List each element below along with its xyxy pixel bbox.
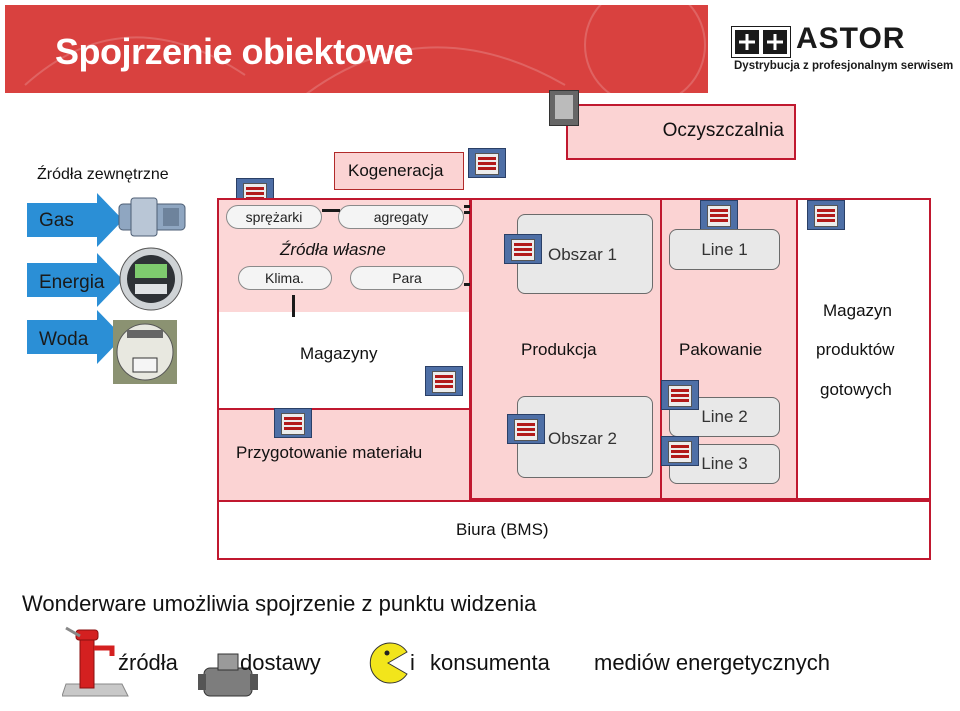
header: Spojrzenie obiektowe ASTOR Dystrybucja z… xyxy=(0,0,960,96)
area-pakowanie-label: Pakowanie xyxy=(679,340,762,360)
header-banner: Spojrzenie obiektowe xyxy=(5,5,708,93)
meter-przygotowanie-icon xyxy=(274,408,312,438)
area-produkcja-label: Produkcja xyxy=(521,340,597,360)
meter-magazyny-icon xyxy=(425,366,463,396)
pill-klima-label: Klima. xyxy=(265,270,304,286)
area-line3-label: Line 3 xyxy=(701,454,747,474)
meter-kogeneracja-right-icon xyxy=(468,148,506,178)
area-obszar2-label: Obszar 2 xyxy=(548,429,617,449)
pacman-consumer-icon xyxy=(367,642,409,684)
area-oczyszczalnia: Oczyszczalnia xyxy=(566,104,796,160)
pill-agregaty: agregaty xyxy=(338,205,464,229)
meter-pakowanie-icon xyxy=(700,200,738,230)
magazyn-label-line2: produktów xyxy=(816,340,894,360)
page-title: Spojrzenie obiektowe xyxy=(55,31,413,73)
logo-tagline: Dystrybucja z profesjonalnym serwisem xyxy=(734,60,953,72)
meter-obszar1-icon xyxy=(504,234,542,264)
pill-para-label: Para xyxy=(392,270,422,286)
magazyn-label-line3: gotowych xyxy=(820,380,892,400)
pill-klima: Klima. xyxy=(238,266,332,290)
controller-device-icon xyxy=(549,90,579,126)
meter-obszar2-icon xyxy=(507,414,545,444)
area-line1-label: Line 1 xyxy=(701,240,747,260)
pill-sprezarki: sprężarki xyxy=(226,205,322,229)
footer-word-dostawy: dostawy xyxy=(240,650,321,676)
pill-para: Para xyxy=(350,266,464,290)
area-line1: Line 1 xyxy=(669,229,780,270)
footer-word-media: mediów energetycznych xyxy=(594,650,830,676)
meter-line3-icon xyxy=(661,436,699,466)
gas-meter-icon xyxy=(117,196,187,238)
meter-line2-icon xyxy=(661,380,699,410)
footer-word-zrodla: źródła xyxy=(118,650,178,676)
area-magazyny-label: Magazyny xyxy=(300,344,377,364)
area-line2-label: Line 2 xyxy=(701,407,747,427)
meter-magazyn-icon xyxy=(807,200,845,230)
area-biura-label: Biura (BMS) xyxy=(456,520,549,540)
source-gas-label: Gas xyxy=(39,210,74,232)
energy-meter-icon xyxy=(118,246,184,312)
connector-bar xyxy=(292,295,295,317)
kogeneracja-label: Kogeneracja xyxy=(348,161,443,181)
source-woda-label: Woda xyxy=(39,329,88,351)
area-biura: Biura (BMS) xyxy=(217,500,931,560)
area-przygotowanie-label: Przygotowanie materiału xyxy=(236,443,422,463)
astor-logo-icon xyxy=(731,26,791,58)
footer-word-i: i xyxy=(410,650,415,676)
pill-sprezarki-label: sprężarki xyxy=(246,209,303,225)
area-oczyszczalnia-label: Oczyszczalnia xyxy=(663,120,784,142)
magazyn-label-line1: Magazyn xyxy=(823,301,892,321)
water-meter-icon xyxy=(113,320,177,384)
kogeneracja-box: Kogeneracja xyxy=(334,152,464,190)
source-energia-label: Energia xyxy=(39,272,105,294)
footer-headline: Wonderware umożliwia spojrzenie z punktu… xyxy=(22,591,536,617)
external-sources-heading: Źródła zewnętrzne xyxy=(37,166,169,184)
own-sources-label: Źródła własne xyxy=(280,240,386,260)
logo-name: ASTOR xyxy=(796,22,905,56)
area-obszar1-label: Obszar 1 xyxy=(548,245,617,265)
connector-bar xyxy=(322,209,340,212)
pill-agregaty-label: agregaty xyxy=(374,209,428,225)
footer-word-konsumenta: konsumenta xyxy=(430,650,550,676)
